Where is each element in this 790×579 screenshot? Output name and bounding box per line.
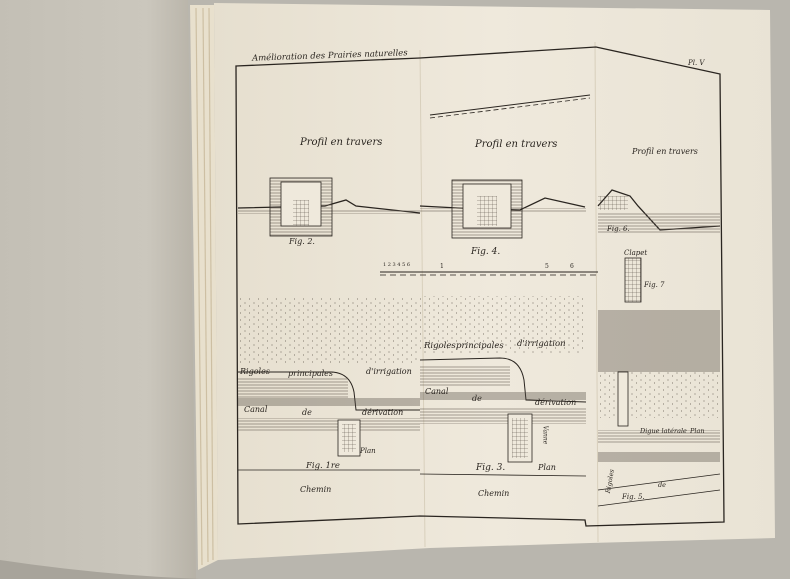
mid-irrigation: d'irrigation [517,339,566,349]
clapet-label: Clapet [624,249,648,257]
scale-mark-1: 1 [440,263,444,270]
right-panel [597,189,721,507]
mid-derivation: dérivation [535,398,577,407]
left-canal: Canal [244,405,268,414]
left-page [0,0,196,579]
left-rigoles: Rigoles [240,367,270,376]
mid-vanne: Vanne [541,425,549,445]
scale-mark-6: 6 [570,263,574,270]
left-plan: Plan [360,447,376,455]
profile-label-3: Profil en travers [632,147,698,156]
mid-rigoles: Rigoles [424,341,456,351]
left-de: de [302,408,312,417]
plate-number: Pl. V [688,59,705,67]
mid-plan: Plan [538,463,556,472]
profile-label-1: Profil en travers [300,137,383,148]
mid-de: de [472,394,482,403]
mid-principales: principales [456,341,504,351]
left-irrigation: d'irrigation [366,367,412,376]
scale-mark-5: 5 [545,263,549,270]
mid-canal: Canal [425,387,449,396]
fig-4-label: Fig. 4. [471,247,501,257]
middle-panel [380,94,598,477]
right-de: de [658,481,667,489]
right-digue: Digue latérale [640,427,687,435]
fig-5-label: Fig. 5. [622,493,645,501]
plate-paper [214,3,775,560]
fig-3-label: Fig. 3. [476,463,506,473]
fig-7-label: Fig. 7 [644,281,665,289]
left-panel [237,177,421,471]
scale-digits: 1 2 3 4 5 6 [383,262,411,268]
right-plan: Plan [690,427,705,435]
mid-chemin: Chemin [478,489,510,498]
plate-border [235,46,725,527]
fig-1-label: Fig. 1re [306,461,340,471]
fig-6-label: Fig. 6. [607,225,630,233]
fig-2-label: Fig. 2. [289,237,315,246]
left-chemin: Chemin [300,485,332,494]
left-principales: principales [288,369,333,378]
left-derivation: dérivation [362,408,404,417]
profile-label-2: Profil en travers [475,139,558,150]
